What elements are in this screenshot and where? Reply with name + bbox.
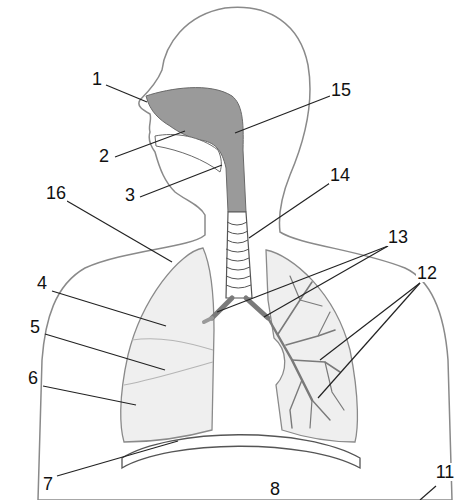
callout-number: 5 xyxy=(29,318,41,336)
callout-number: 16 xyxy=(45,184,67,202)
lung-lobed xyxy=(121,248,214,442)
callout-number: 2 xyxy=(98,147,110,165)
trachea xyxy=(226,212,252,298)
callout-number: 6 xyxy=(27,369,39,387)
bronchi xyxy=(212,276,344,428)
callout-number: 14 xyxy=(329,166,351,184)
callout-number: 7 xyxy=(42,475,54,493)
airway-cavity xyxy=(146,88,246,212)
callout-number: 3 xyxy=(124,186,136,204)
callout-number: 13 xyxy=(387,228,409,246)
diaphragm xyxy=(122,435,360,468)
callout-number: 11 xyxy=(435,463,456,481)
bronchi-left xyxy=(204,318,212,322)
callout-number: 15 xyxy=(330,81,352,99)
body-outline xyxy=(38,7,452,500)
callout-number: 1 xyxy=(91,70,103,88)
oral-cavity xyxy=(155,135,221,172)
trachea-rings xyxy=(226,222,251,288)
callout-number: 12 xyxy=(416,264,438,282)
leader-lines xyxy=(43,85,436,500)
callout-number: 4 xyxy=(36,274,48,292)
callout-number: 8 xyxy=(269,480,281,498)
lung-bronchial xyxy=(266,250,357,442)
